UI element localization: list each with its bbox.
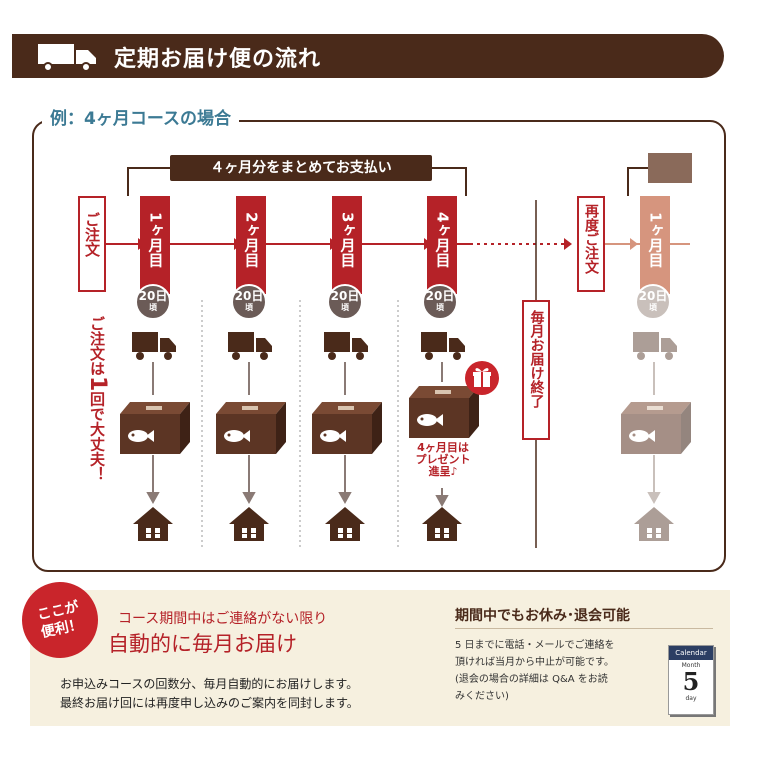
fish-box-icon — [409, 386, 479, 438]
pause-cancel-text-1: 5 日までに電話・メールでご連絡を — [455, 640, 615, 651]
info-panel — [30, 590, 730, 726]
fish-box-icon — [120, 402, 190, 454]
month-2-day-badge: 20日頃 — [231, 284, 267, 320]
truck-icon — [633, 332, 677, 360]
faded-label-box — [648, 153, 692, 183]
auto-delivery-title: 自動的に毎月お届け — [108, 632, 297, 656]
house-icon — [422, 507, 462, 541]
section-header: 定期お届け便の流れ — [12, 34, 724, 78]
fish-box-icon — [216, 402, 286, 454]
truck-icon — [38, 44, 96, 72]
divider — [455, 628, 713, 629]
next-month-label: 1ヶ月目 — [640, 196, 670, 294]
payment-label: ４ヶ月分をまとめてお支払い — [170, 155, 432, 181]
delivery-end-label: 毎月お届け終了 — [522, 300, 550, 440]
pause-cancel-text-3: (退会の場合の詳細は Q&A をお読 — [455, 674, 608, 685]
course-title: 例：4ヶ月コースの場合 — [42, 104, 239, 129]
calendar-icon: Calendar Month 5 day — [668, 645, 714, 715]
month-4-day-badge: 20日頃 — [422, 284, 458, 320]
truck-icon — [324, 332, 368, 360]
auto-delivery-text-1: お申込みコースの回数分、毎月自動的にお届けします。 — [60, 677, 359, 691]
page-title: 定期お届け便の流れ — [114, 47, 322, 72]
gift-icon — [465, 361, 499, 395]
order-once-note: ご注文は1回で大丈夫！ — [85, 316, 110, 482]
reorder-box: 再度ご注文 — [577, 196, 605, 292]
month-3-label: 3ヶ月目 — [332, 196, 362, 294]
calendar-header: Calendar — [669, 646, 713, 660]
pause-cancel-title: 期間中でもお休み･退会可能 — [455, 608, 630, 624]
calendar-month: Month — [681, 662, 701, 669]
course-frame — [32, 120, 726, 572]
house-icon — [634, 507, 674, 541]
next-month-day-badge: 20日頃 — [635, 284, 671, 320]
pause-cancel-text-4: みください) — [455, 691, 509, 702]
month-2-label: 2ヶ月目 — [236, 196, 266, 294]
truck-icon — [228, 332, 272, 360]
month-4-label: 4ヶ月目 — [427, 196, 457, 294]
month-3-day-badge: 20日頃 — [327, 284, 363, 320]
month-1-label: 1ヶ月目 — [140, 196, 170, 294]
order-box: ご注文 — [78, 196, 106, 292]
order-label: ご注文 — [83, 212, 101, 257]
calendar-number: 5 — [682, 667, 700, 696]
house-icon — [133, 507, 173, 541]
fish-box-icon — [621, 402, 691, 454]
truck-icon — [421, 332, 465, 360]
present-note: 4ヶ月目は プレゼント 進呈♪ — [415, 441, 471, 478]
house-icon — [229, 507, 269, 541]
calendar-unit: day — [685, 695, 697, 702]
truck-icon — [132, 332, 176, 360]
house-icon — [325, 507, 365, 541]
month-1-day-badge: 20日頃 — [135, 284, 171, 320]
fish-box-icon — [312, 402, 382, 454]
auto-delivery-text-2: 最終お届け回には再度申し込みのご案内を同封します。 — [60, 696, 359, 710]
pause-cancel-text-2: 頂ければ当月から中止が可能です。 — [455, 657, 614, 668]
auto-delivery-subtitle: コース期間中はご連絡がない限り — [118, 611, 328, 627]
